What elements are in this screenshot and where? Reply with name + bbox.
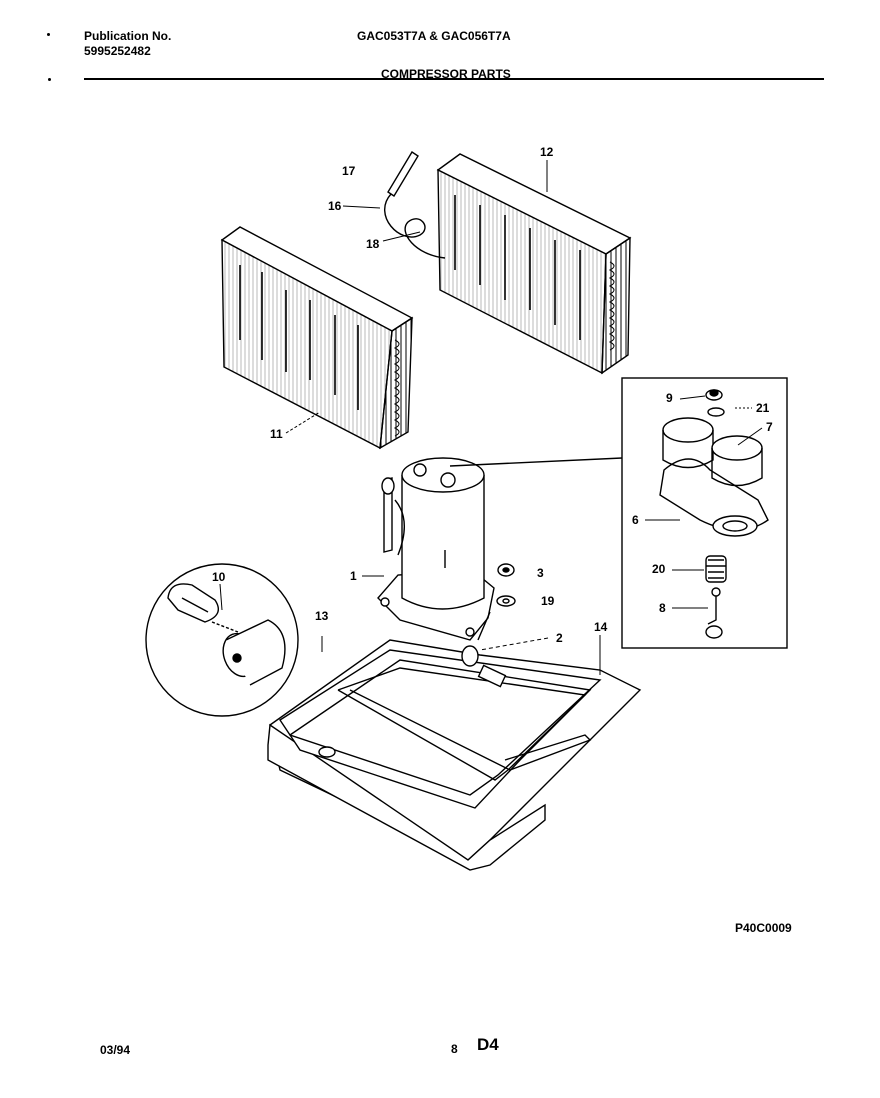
callout-1: 1 [350, 569, 357, 583]
callout-17: 17 [342, 164, 356, 178]
callout-20: 20 [652, 562, 666, 576]
publication-label: Publication No. [84, 29, 172, 43]
callout-16: 16 [328, 199, 342, 213]
callout-19: 19 [541, 594, 555, 608]
leader-lines [219, 160, 763, 675]
mounting-detail-inset [449, 377, 788, 649]
page-code: D4 [477, 1035, 499, 1054]
drawing-code: P40C0009 [735, 921, 792, 935]
issue-date: 03/94 [100, 1043, 131, 1057]
callout-8: 8 [659, 601, 666, 615]
title-rule [84, 78, 824, 80]
callout-7: 7 [766, 420, 773, 434]
callout-11: 11 [270, 427, 283, 441]
callout-13: 13 [315, 609, 329, 623]
section-title: COMPRESSOR PARTS [381, 67, 511, 81]
compressor [377, 457, 495, 641]
callout-14: 14 [594, 620, 608, 634]
callout-10: 10 [212, 570, 226, 584]
publication-number: 5995252482 [84, 44, 151, 58]
margin-mark [47, 33, 50, 36]
base-pan [267, 611, 642, 871]
page-number: 8 [451, 1042, 458, 1056]
thermostat-sensor [384, 151, 446, 259]
callout-9: 9 [666, 391, 673, 405]
callout-21: 21 [756, 401, 770, 415]
callout-2: 2 [556, 631, 563, 645]
grommet-and-washer [496, 563, 516, 607]
margin-mark [48, 78, 51, 81]
evaporator-coil [436, 153, 632, 375]
condenser-coil [220, 226, 414, 450]
callout-12: 12 [540, 145, 554, 159]
callout-18: 18 [366, 237, 380, 251]
clip-detail-circle [145, 563, 299, 717]
callout-6: 6 [632, 513, 639, 527]
callout-3: 3 [537, 566, 544, 580]
model-numbers: GAC053T7A & GAC056T7A [357, 29, 511, 43]
